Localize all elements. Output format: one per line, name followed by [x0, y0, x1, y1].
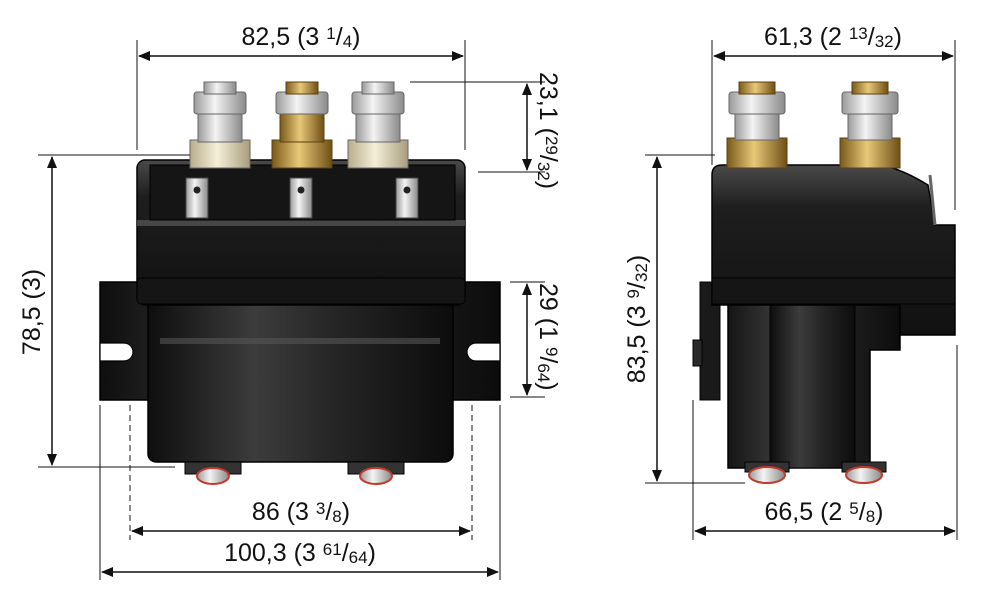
label-total-width: 100,3 (3 61/64)	[224, 539, 376, 567]
label-mount-width: 86 (3 3/8)	[252, 498, 350, 526]
side-view	[692, 81, 956, 484]
label-front-width-top: 82,5 (3 1/4)	[242, 23, 361, 51]
spade-terminal-right	[395, 177, 419, 219]
label-side-height: 83,5 (3 9/32)	[623, 255, 651, 383]
label-side-width-bottom: 66,5 (2 5/8)	[765, 498, 884, 526]
side-stud-left	[726, 81, 788, 169]
lower-housing	[147, 299, 454, 463]
side-bottom-terminal-left	[744, 461, 790, 484]
bottom-terminal-left	[184, 461, 242, 485]
spade-terminal-center	[289, 177, 313, 219]
side-stud-right	[839, 81, 901, 169]
label-stud-height: 23,1 (29/32)	[534, 72, 562, 189]
stud-left	[189, 81, 251, 169]
label-lower-height: 29 (1 9/64)	[534, 283, 562, 391]
label-side-width-top: 61,3 (2 13/32)	[764, 23, 902, 51]
spade-terminal-left	[185, 177, 209, 219]
stud-right	[347, 81, 409, 169]
bottom-terminal-right	[347, 461, 405, 485]
label-front-height: 78,5 (3)	[18, 269, 46, 355]
front-view	[99, 81, 501, 485]
side-bottom-terminal-right	[841, 461, 887, 484]
stud-center	[271, 81, 333, 169]
